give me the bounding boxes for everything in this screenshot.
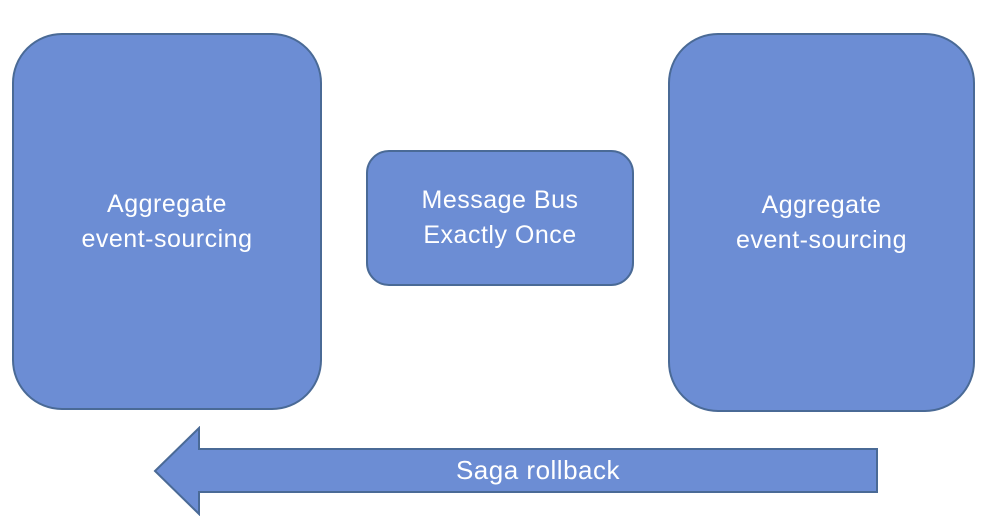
saga-rollback-label-zone: Saga rollback — [199, 447, 877, 493]
message-bus-label: Message Bus Exactly Once — [421, 186, 579, 249]
aggregate-event-sourcing-label-right: Aggregate event-sourcing — [736, 190, 907, 254]
left-block-arrow-shape — [153, 426, 878, 516]
saga-rollback-label: Saga rollback — [455, 454, 621, 485]
aggregate-event-sourcing-box-left: Aggregate event-sourcing — [12, 33, 322, 410]
aggregate-event-sourcing-label-left: Aggregate event-sourcing — [81, 189, 253, 253]
aggregate-event-sourcing-box-right: Aggregate event-sourcing — [668, 33, 975, 412]
message-bus-box: Message Bus Exactly Once — [366, 150, 634, 286]
saga-rollback-left-arrow-icon — [153, 426, 878, 516]
